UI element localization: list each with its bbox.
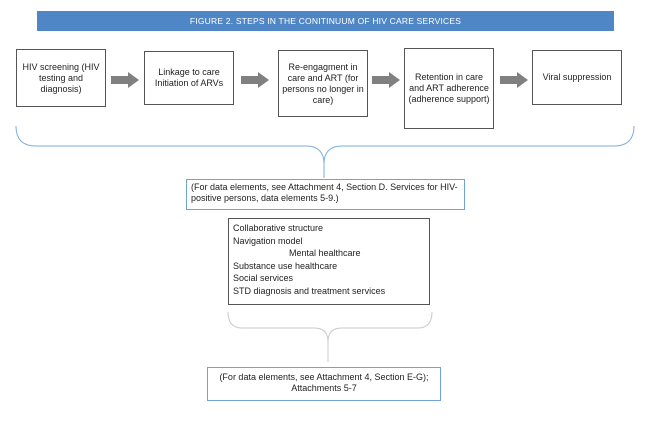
step-re-engagement: Re-engagment in care and ART (for person… <box>278 50 368 117</box>
steps-brace <box>15 125 635 178</box>
data-elements-note-1: (For data elements, see Attachment 4, Se… <box>186 179 465 210</box>
step-viral-suppression: Viral suppression <box>532 50 622 105</box>
step-retention: Retention in care and ART adherence (adh… <box>404 48 494 129</box>
services-brace <box>227 311 433 362</box>
service-item: STD diagnosis and treatment services <box>233 285 386 296</box>
service-item: Navigation model <box>233 235 303 246</box>
right-arrow-icon <box>500 72 528 88</box>
figure-title: FIGURE 2. STEPS IN THE CONITINUUM OF HIV… <box>37 11 614 31</box>
services-list: Collaborative structure Navigation model… <box>228 218 430 305</box>
right-arrow-icon <box>111 72 139 88</box>
service-item: Social services <box>233 273 294 283</box>
step-linkage-to-care: Linkage to care Initiation of ARVs <box>144 51 234 105</box>
data-elements-note-2: (For data elements, see Attachment 4, Se… <box>207 367 441 401</box>
service-item: Mental healthcare <box>289 248 361 258</box>
right-arrow-icon <box>241 72 269 88</box>
service-item: Substance use healthcare <box>233 260 338 271</box>
service-item: Collaborative structure <box>233 223 324 233</box>
right-arrow-icon <box>372 72 400 88</box>
step-hiv-screening: HIV screening (HIV testing and diagnosis… <box>16 49 106 107</box>
